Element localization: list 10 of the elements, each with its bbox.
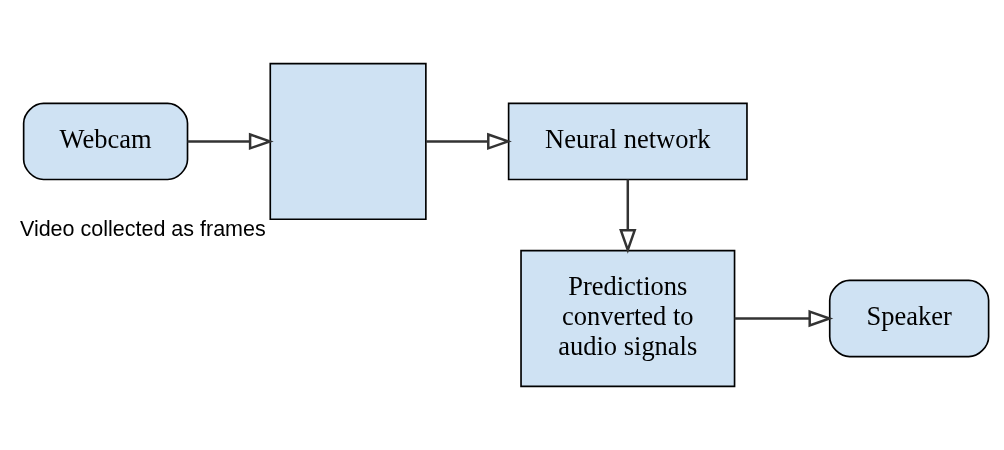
node-box: Speaker [828, 279, 990, 358]
node-label: Video collected as frames [19, 217, 266, 242]
arrow [619, 179, 637, 254]
node-box: Predictions converted to audio signals [520, 249, 736, 388]
arrow [187, 132, 274, 151]
node-box: Webcam [22, 102, 189, 181]
arrow [426, 132, 512, 151]
arrow [734, 309, 834, 328]
node-box: Neural network [507, 102, 748, 181]
node-box [269, 62, 427, 221]
